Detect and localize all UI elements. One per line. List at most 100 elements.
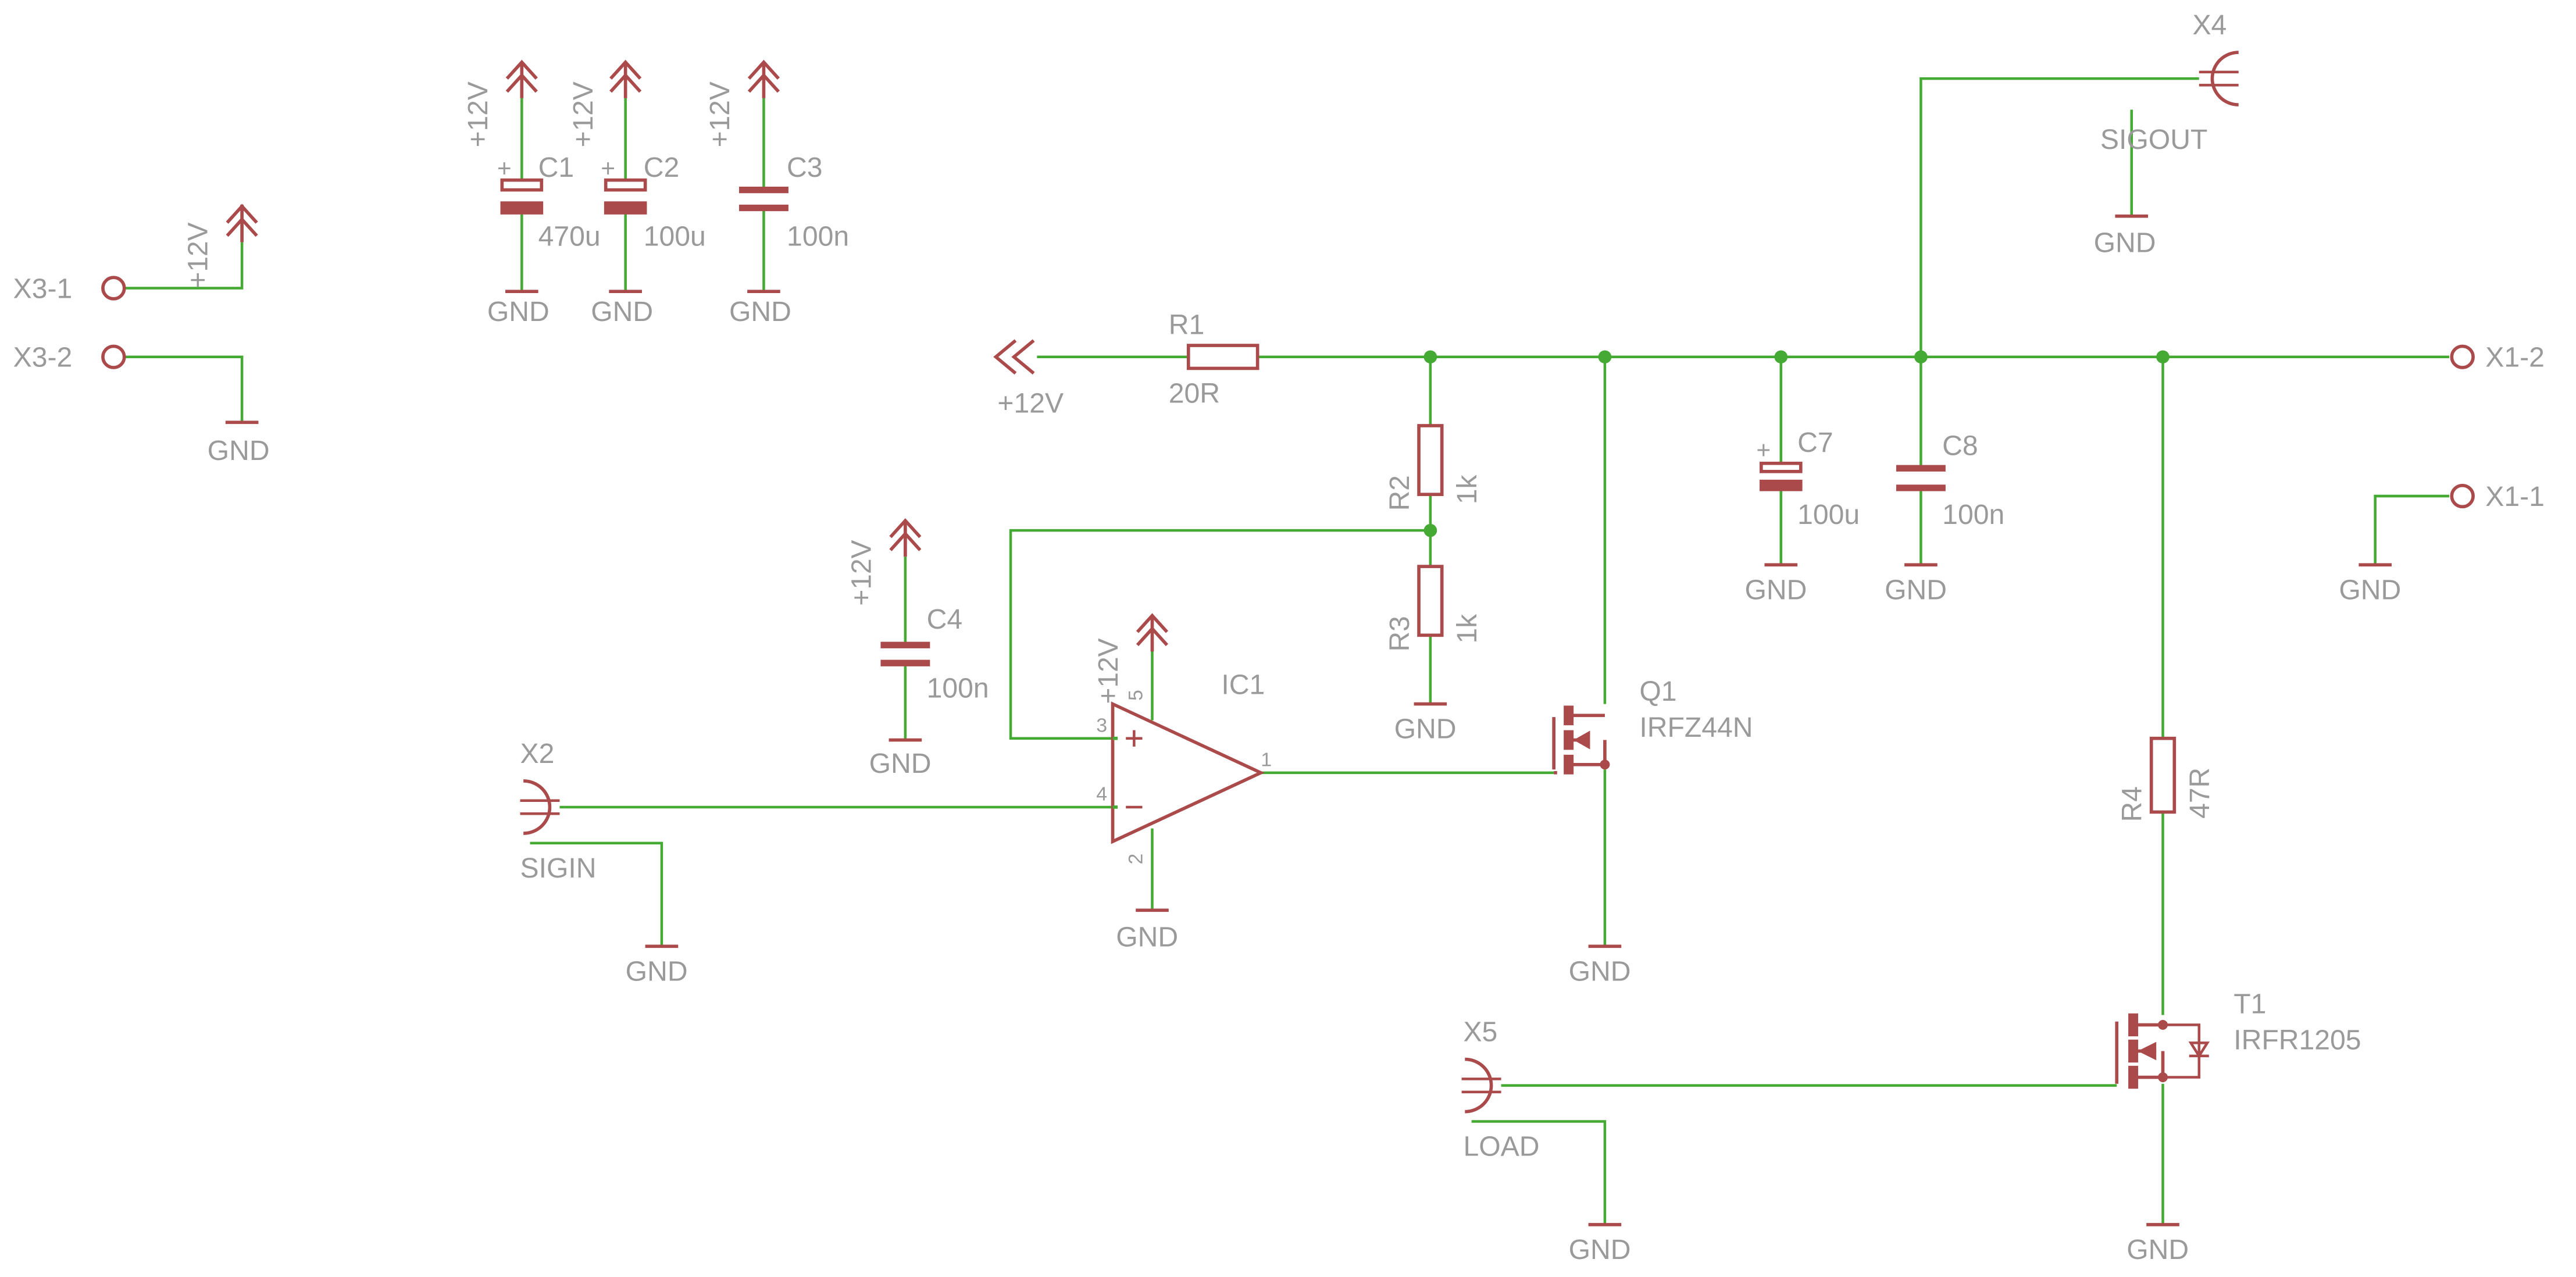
opamp-ic1[interactable]: [1111, 701, 1265, 844]
wire-feedback: [1009, 529, 1430, 740]
junction-divider: [1423, 523, 1437, 537]
label-ic1-name: IC1: [1221, 670, 1265, 701]
label-r2-name: R2: [1385, 475, 1415, 511]
connector-x5[interactable]: [1461, 1057, 1501, 1114]
wire-x2-gnd: [530, 841, 663, 947]
label-r2-value: 1k: [1452, 475, 1483, 505]
label-r3-name: R3: [1385, 616, 1415, 651]
label-c1-value: 470u: [538, 221, 601, 252]
c2-polarity: +: [601, 155, 615, 182]
junction-q1: [1598, 350, 1612, 364]
capacitor-c4[interactable]: [880, 641, 930, 666]
label-x3-2: X3-2: [13, 343, 73, 373]
connector-x4[interactable]: [2199, 51, 2239, 106]
label-gnd-r3: GND: [1394, 714, 1457, 745]
label-t1-name: T1: [2234, 989, 2266, 1020]
label-gnd-t1: GND: [2127, 1235, 2189, 1265]
capacitor-c3[interactable]: [738, 186, 789, 212]
label-gnd-q1: GND: [1569, 957, 1631, 987]
label-ic1-pin1: 1: [1261, 749, 1272, 771]
junction-r4: [2156, 350, 2170, 364]
label-x3-1: X3-1: [13, 274, 73, 305]
label-r1-name: R1: [1169, 309, 1205, 340]
label-ic1-pin2: 2: [1125, 854, 1147, 865]
resistor-r1[interactable]: [1186, 344, 1260, 370]
capacitor-c8[interactable]: [1896, 465, 1946, 491]
label-c3-value: 100n: [787, 221, 849, 252]
label-t1-value: IRFR1205: [2234, 1025, 2361, 1056]
label-c8-name: C8: [1942, 431, 1978, 462]
c7-polarity: +: [1756, 436, 1771, 463]
label-q1-name: Q1: [1639, 676, 1676, 707]
wires: [125, 77, 2450, 1225]
label-ic1-pin5: 5: [1125, 690, 1147, 701]
label-x4-name: X4: [2192, 10, 2227, 41]
label-c8-value: 100n: [1942, 500, 2004, 530]
label-x2-name: X2: [520, 739, 554, 769]
junctions: [1423, 350, 2170, 537]
label-x5-value: LOAD: [1463, 1132, 1539, 1162]
label-c4-value: 100n: [927, 673, 989, 704]
pad-x3-1[interactable]: [101, 276, 126, 301]
label-c4-name: C4: [927, 604, 963, 635]
label-c2-name: C2: [644, 152, 680, 183]
label-gnd-c4: GND: [869, 748, 932, 779]
capacitor-c2[interactable]: [604, 178, 647, 215]
label-r3-value: 1k: [1452, 613, 1483, 644]
label-gnd-c3: GND: [729, 297, 791, 327]
label-x1-2: X1-2: [2485, 343, 2545, 373]
wire-x4: [1919, 77, 2199, 357]
capacitor-c7[interactable]: [1759, 461, 1803, 491]
junction-c8: [1914, 350, 1928, 364]
label-gnd-x5: GND: [1569, 1235, 1631, 1265]
label-gnd-x3: GND: [208, 436, 270, 466]
label-gnd-x4: GND: [2094, 228, 2156, 259]
label-q1-value: IRFZ44N: [1639, 712, 1753, 743]
resistor-r3[interactable]: [1417, 565, 1444, 637]
label-gnd-c7: GND: [1745, 575, 1807, 606]
pad-x3-2[interactable]: [101, 344, 126, 369]
label-ic1-pin3: 3: [1096, 715, 1107, 737]
label-vcc-c1: +12V: [463, 81, 494, 147]
capacitor-c1[interactable]: [500, 178, 544, 215]
wire-x1-1: [2374, 494, 2450, 565]
c1-polarity: +: [497, 155, 512, 182]
mosfet-q1[interactable]: [1552, 705, 1610, 775]
wire-x3-1: [125, 242, 244, 290]
label-gnd-ic1: GND: [1116, 922, 1178, 953]
wire-x5-gnd: [1471, 1120, 1607, 1225]
junction-c7: [1774, 350, 1788, 364]
label-x4-value: SIGOUT: [2100, 124, 2207, 155]
label-gnd-x2: GND: [626, 957, 688, 987]
label-c7-name: C7: [1797, 427, 1833, 458]
label-r1-value: 20R: [1169, 379, 1220, 409]
label-c2-value: 100u: [644, 221, 706, 252]
label-vcc-c3: +12V: [705, 81, 736, 147]
connector-x2[interactable]: [520, 779, 560, 835]
junction-r2: [1423, 350, 1437, 364]
symbols: [101, 51, 2475, 1225]
label-gnd-c1: GND: [487, 297, 550, 327]
label-c1-name: C1: [538, 152, 575, 183]
label-vcc-x3: +12V: [183, 222, 214, 288]
labels: + + + X3-1 X3-2 X1-2 X1-1 X2 SIGIN X4 SI…: [13, 10, 2545, 1265]
mosfet-t1[interactable]: [2115, 1013, 2210, 1089]
label-vcc-c2: +12V: [568, 81, 599, 147]
label-x2-value: SIGIN: [520, 853, 596, 884]
wire-x3-2: [125, 355, 244, 423]
resistor-r4[interactable]: [2149, 736, 2177, 814]
pad-x1-1[interactable]: [2450, 483, 2475, 509]
label-r4-value: 47R: [2185, 768, 2215, 819]
label-x1-1: X1-1: [2485, 481, 2545, 512]
pad-x1-2[interactable]: [2450, 344, 2475, 369]
label-vcc-c4: +12V: [846, 540, 877, 606]
label-gnd-x1-1: GND: [2339, 575, 2401, 606]
label-c3-name: C3: [787, 152, 823, 183]
label-gnd-c8: GND: [1885, 575, 1947, 606]
resistor-r2[interactable]: [1417, 424, 1444, 497]
label-ic1-pin4: 4: [1096, 783, 1107, 805]
vcc-rail-arrow: [993, 339, 1035, 375]
label-c7-value: 100u: [1797, 500, 1860, 530]
ic1-plus-sign: [1126, 730, 1143, 747]
